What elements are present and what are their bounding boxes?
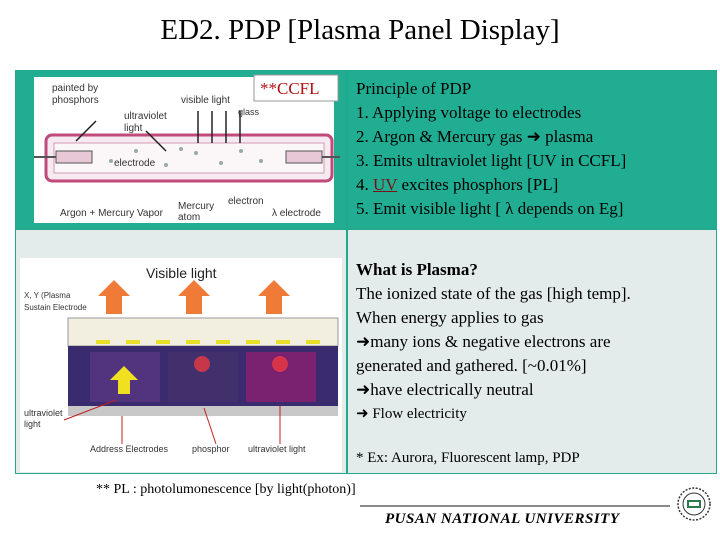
principle-item-3: 3. Emits ultraviolet light [UV in CCFL] <box>356 151 627 170</box>
label-visible-light-pdp: Visible light <box>146 265 217 281</box>
label-mercury: Mercury <box>178 201 214 212</box>
label-argon: Argon + Mercury Vapor <box>60 208 164 219</box>
visible-light-arrows <box>98 280 290 314</box>
plasma-line-5: ➜have electrically neutral <box>356 380 534 399</box>
university-logo <box>677 487 711 521</box>
emission-arrows <box>75 111 241 152</box>
pointer-lines <box>63 399 281 445</box>
label-sustain: Sustain Electrode <box>24 303 87 312</box>
principle-item-2: 2. Argon & Mercury gas ➜ plasma <box>356 127 594 146</box>
label-uv-light-pdp: ultraviolet light <box>248 444 306 454</box>
label-phosphors: phosphors <box>52 95 99 106</box>
right-electrode <box>285 150 323 164</box>
principle-item-4: 4. UV excites phosphors [PL] <box>356 175 559 194</box>
label-atom: atom <box>178 212 200 223</box>
label-xy: X, Y (Plasma <box>24 291 71 300</box>
footnote: ** PL : photolumonescence [by light(phot… <box>96 482 356 497</box>
glow-3 <box>272 356 288 372</box>
label-electrode: electrode <box>114 158 156 169</box>
mercury-atoms <box>109 147 263 167</box>
university-name: PUSAN NATIONAL UNIVERSITY <box>385 511 620 527</box>
right-arrow-icon: ➜ <box>356 406 369 422</box>
plasma-cell: What is Plasma? The ionized state of the… <box>348 230 716 473</box>
label-painted: painted by <box>52 83 98 94</box>
plasma-text: What is Plasma? The ionized state of the… <box>356 258 631 470</box>
back-glass <box>68 406 338 416</box>
label-glass: glass <box>238 107 260 117</box>
plasma-line-1: The ionized state of the gas [high temp]… <box>356 284 631 303</box>
uv-arrow <box>110 366 138 394</box>
principle-item-1: 1. Applying voltage to electrodes <box>356 103 582 122</box>
plasma-heading: What is Plasma? <box>356 260 478 279</box>
ccfl-badge-box <box>253 74 339 102</box>
ccfl-inner-tube <box>53 142 325 174</box>
principle-cell: Principle of PDP 1. Applying voltage to … <box>348 71 716 228</box>
ccfl-badge: **CCFL <box>260 79 320 98</box>
content-table: painted by phosphors visible light glass… <box>15 70 717 474</box>
right-arrow-icon: ➜ <box>356 380 371 399</box>
glow-2 <box>194 356 210 372</box>
sustain-electrodes <box>96 340 320 344</box>
label-electron: electron <box>228 196 264 207</box>
label-visible-light: visible light <box>181 95 230 106</box>
principle-list: Principle of PDP 1. Applying voltage to … <box>356 77 626 221</box>
label-ultraviolet-pdp: ultraviolet <box>24 408 63 418</box>
plasma-example: * Ex: Aurora, Fluorescent lamp, PDP <box>356 450 580 466</box>
footer-divider <box>360 505 670 507</box>
label-light-pdp: light <box>24 419 41 429</box>
label-lambda-electrode: λ electrode <box>272 208 321 219</box>
plasma-line-2: When energy applies to gas <box>356 308 544 327</box>
slide-title: ED2. PDP [Plasma Panel Display] <box>160 14 560 46</box>
right-arrow-icon: ➜ <box>356 332 371 351</box>
principle-item-5: 5. Emit visible light [ λ depends on Eg] <box>356 199 624 218</box>
pdp-diagram: Visible light X, Y (Plasma Sustain Elect… <box>20 258 342 472</box>
label-address: Address Electrodes <box>90 444 169 454</box>
left-electrode <box>55 150 93 164</box>
principle-heading: Principle of PDP <box>356 79 472 98</box>
label-ultraviolet: ultraviolet <box>124 111 167 122</box>
ccfl-diagram-cell: painted by phosphors visible light glass… <box>16 71 346 228</box>
right-arrow-icon: ➜ <box>526 127 541 146</box>
plasma-line-4: generated and gathered. [~0.01%] <box>356 356 587 375</box>
label-uv-light: light <box>124 123 143 134</box>
uv-underlined: UV <box>373 175 398 194</box>
ccfl-diagram: painted by phosphors visible light glass… <box>34 74 340 223</box>
plasma-line-3: ➜many ions & negative electrons are <box>356 332 611 351</box>
plasma-line-6: ➜ Flow electricity <box>356 406 467 422</box>
pdp-diagram-cell: Visible light X, Y (Plasma Sustain Elect… <box>16 230 346 473</box>
label-phosphor: phosphor <box>192 444 230 454</box>
